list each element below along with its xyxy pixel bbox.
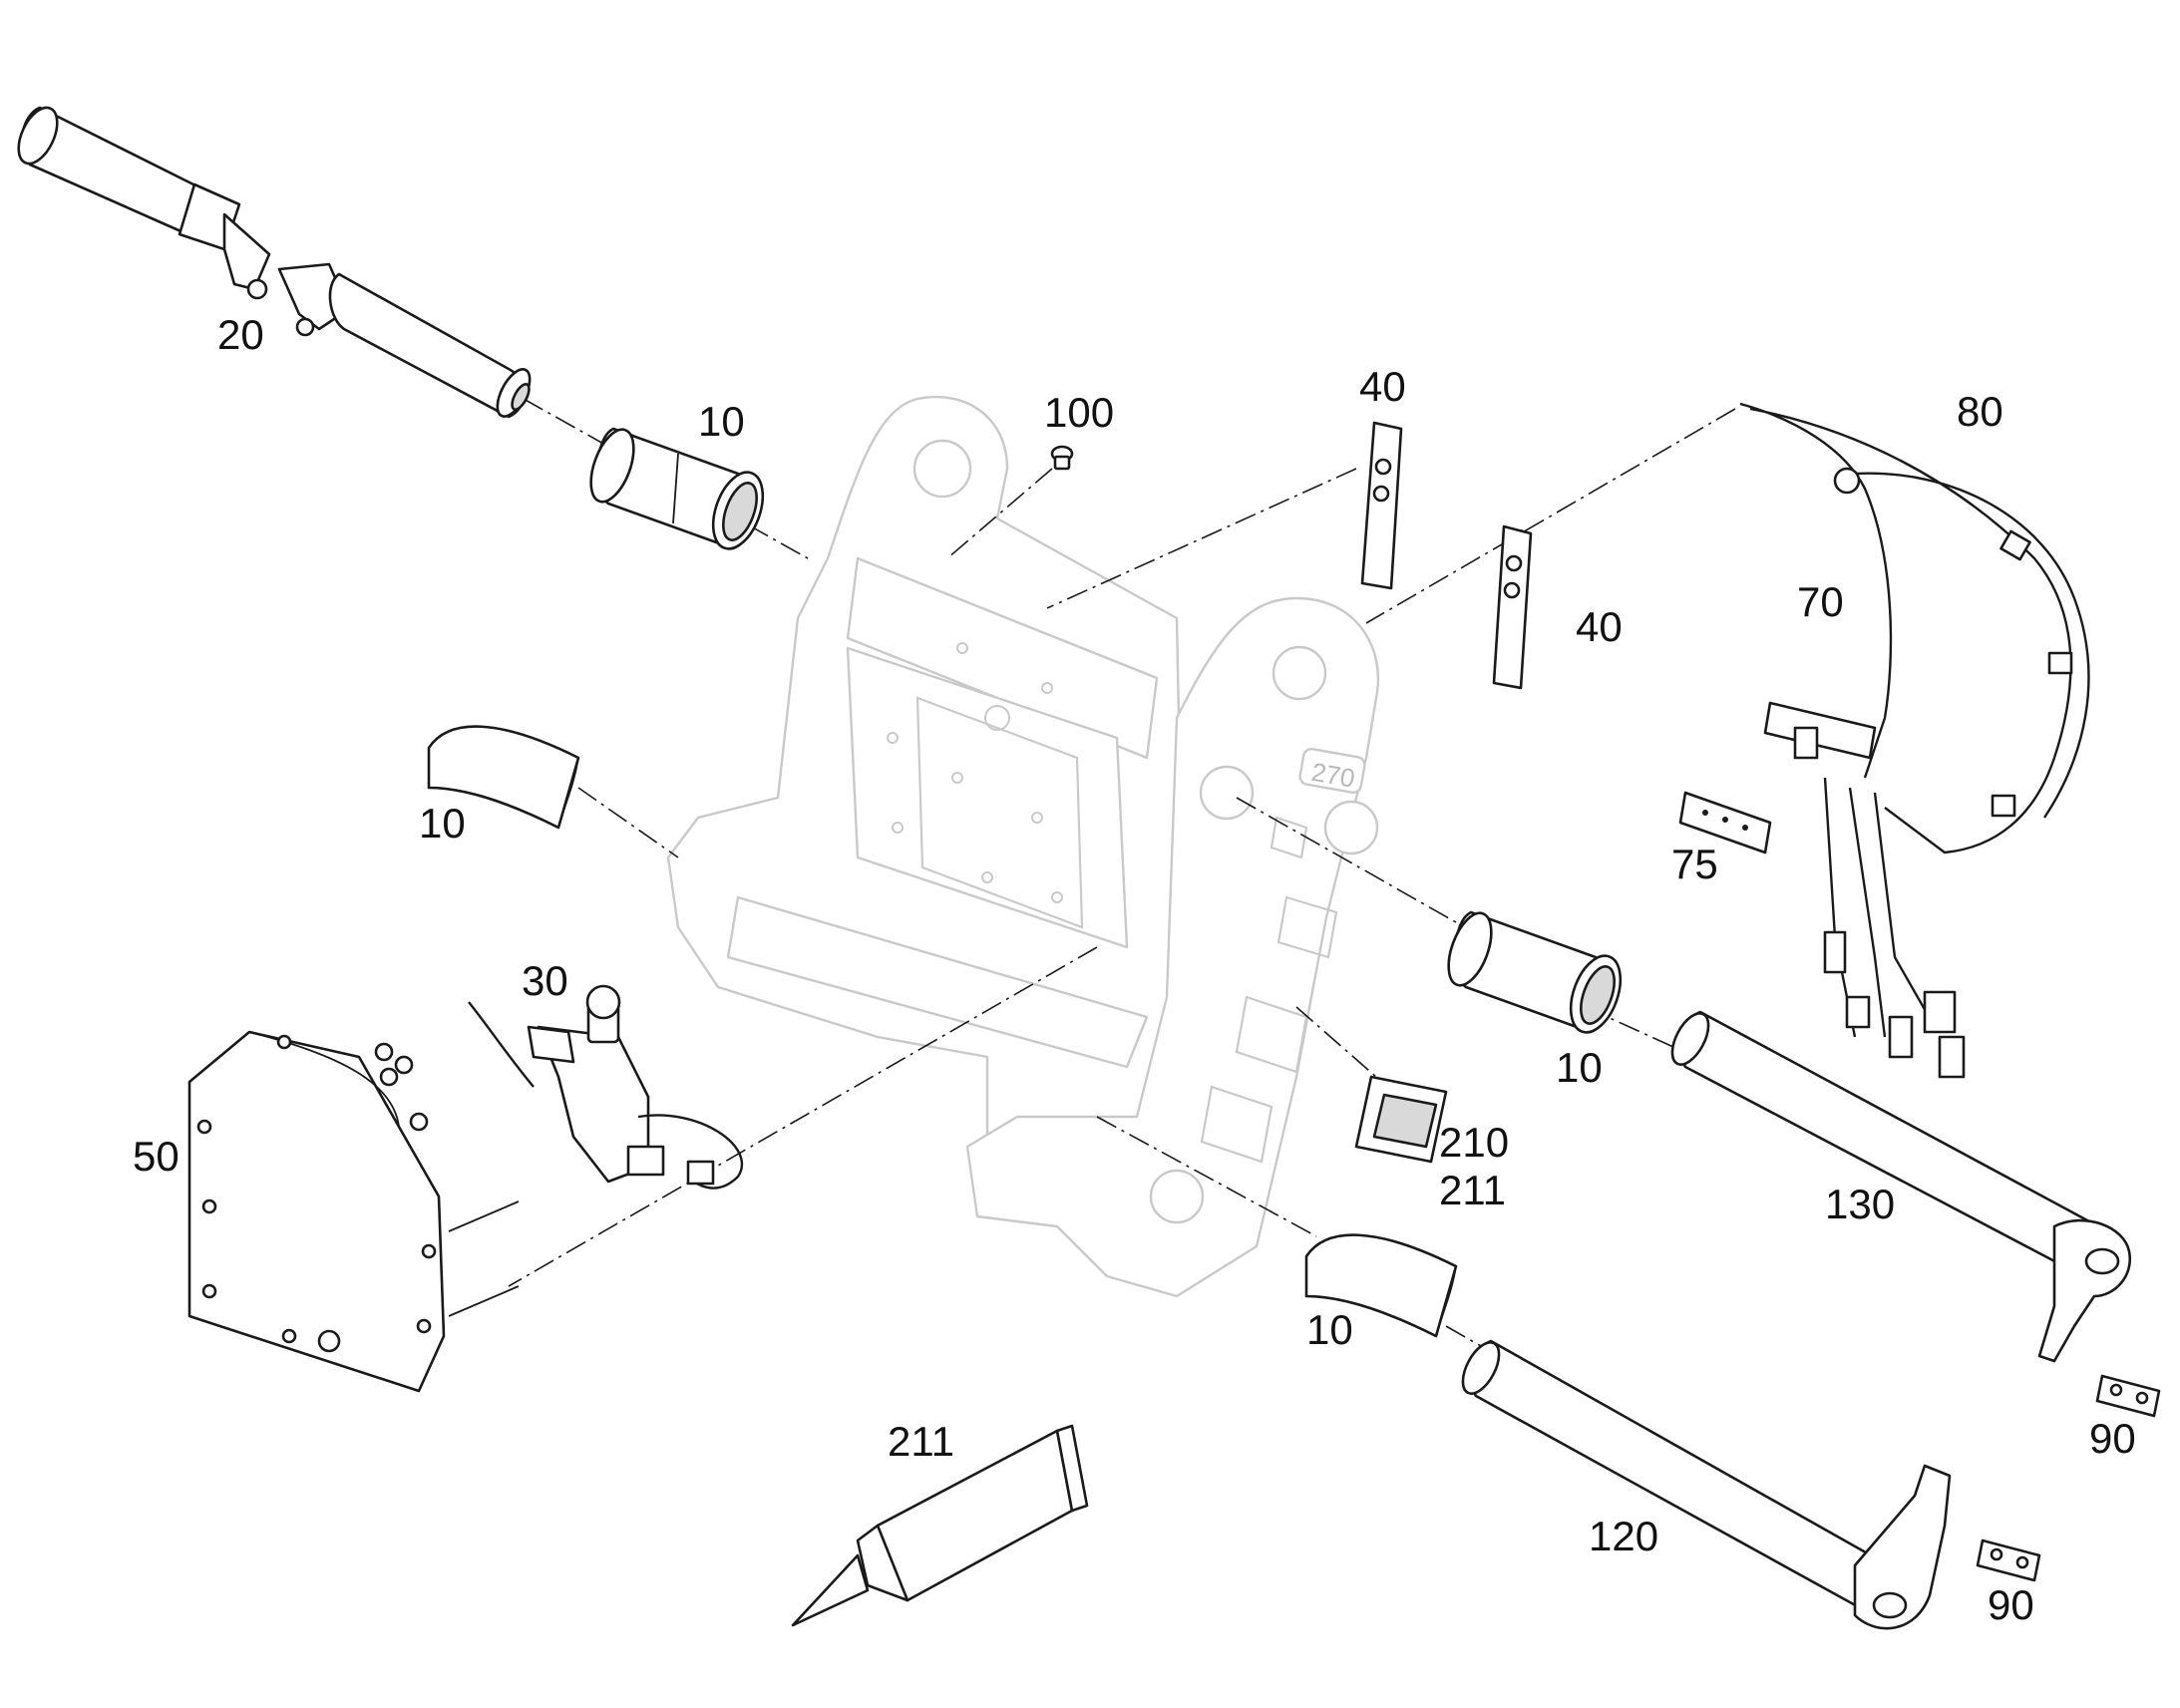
callout-130: 130 — [1825, 1181, 1895, 1227]
part-90-plate-lower — [1976, 1538, 2041, 1582]
part-210-label-plate — [1354, 1075, 1448, 1164]
callout-10-d: 10 — [1306, 1306, 1353, 1353]
callout-75: 75 — [1671, 841, 1718, 887]
part-130-pin — [1670, 1010, 2132, 1363]
callout-50: 50 — [133, 1133, 180, 1180]
callout-210: 210 — [1439, 1119, 1509, 1166]
part-30-valve-assembly — [468, 984, 744, 1190]
callout-100: 100 — [1044, 389, 1114, 436]
part-50-cover-plate — [187, 1030, 520, 1393]
part-10-bushing-right — [1447, 910, 1623, 1034]
callout-10-a: 10 — [698, 398, 745, 445]
part-10-bushing-upper — [589, 427, 765, 550]
callout-211-a: 211 — [1439, 1167, 1506, 1213]
callout-70: 70 — [1797, 578, 1844, 625]
part-75-bracket-plate — [1678, 791, 1772, 854]
callout-211-b: 211 — [888, 1418, 954, 1465]
callout-40-b: 40 — [1576, 603, 1623, 650]
part-20-hydraulic-cylinder — [17, 106, 532, 419]
callout-120: 120 — [1589, 1513, 1658, 1559]
part-10-half-bushing-left — [427, 725, 580, 830]
part-120-pin — [1461, 1339, 1952, 1630]
coupler-frame: 270 — [666, 395, 1380, 1298]
part-10-half-bushing-lower — [1304, 1233, 1458, 1338]
callout-40-a: 40 — [1359, 363, 1406, 410]
part-70-80-hose-assembly — [1739, 402, 2090, 1079]
frame-marking: 270 — [1309, 757, 1357, 794]
callout-90-b: 90 — [1988, 1581, 2034, 1628]
callout-20: 20 — [217, 311, 264, 358]
part-40-wear-plate-upper — [1360, 421, 1403, 590]
callout-30: 30 — [522, 957, 568, 1004]
callout-90-a: 90 — [2089, 1415, 2136, 1462]
callout-80: 80 — [1957, 388, 2003, 435]
callout-10-b: 10 — [419, 800, 466, 847]
part-90-plate-upper — [2095, 1374, 2161, 1418]
part-100-grease-nipple — [1050, 445, 1074, 471]
callout-numbers: 20 10 100 40 40 80 70 10 75 30 10 50 210… — [133, 311, 2136, 1628]
part-211-sealant-tube — [791, 1424, 1089, 1627]
part-40-wear-plate-lower — [1492, 524, 1533, 690]
callout-10-c: 10 — [1556, 1044, 1603, 1091]
